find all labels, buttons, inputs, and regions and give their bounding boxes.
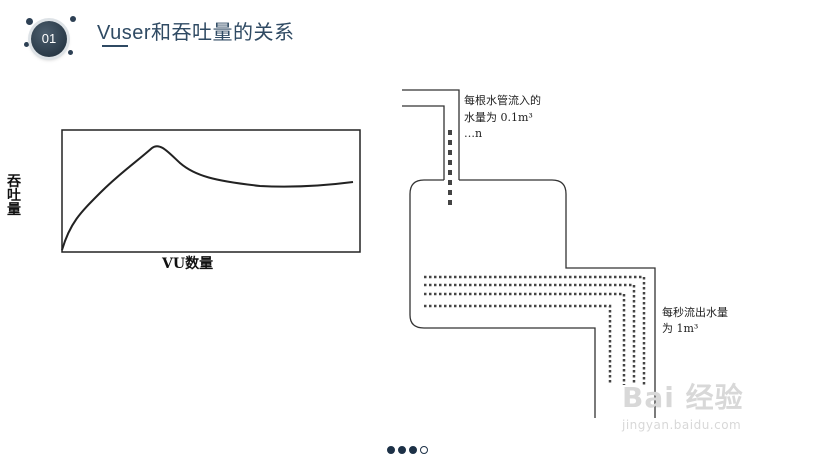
pager-dot[interactable] bbox=[420, 446, 428, 454]
throughput-curve bbox=[61, 145, 354, 251]
inflow-label-line3: …n bbox=[464, 127, 483, 140]
decor-dot bbox=[24, 42, 29, 47]
section-number-badge: 01 bbox=[24, 14, 82, 64]
section-number: 01 bbox=[31, 21, 67, 57]
inflow-label-line2: 水量为 0.1m³ bbox=[464, 111, 533, 124]
outflow-dotted-lines bbox=[424, 275, 646, 385]
decor-dot bbox=[68, 50, 73, 55]
inflow-drops bbox=[448, 130, 452, 205]
throughput-axis-label: 吞吐量 bbox=[7, 174, 21, 218]
pager-dot[interactable] bbox=[398, 446, 406, 454]
watermark-brand: Bai 经验 bbox=[622, 381, 744, 414]
slide-pager bbox=[387, 446, 428, 454]
slide-title: Vuser和吞吐量的关系 bbox=[97, 22, 295, 44]
vu-axis-label: VU数量 bbox=[162, 256, 214, 272]
decor-dot bbox=[70, 16, 76, 22]
baidu-jingyan-watermark: Bai 经验 jingyan.baidu.com bbox=[622, 376, 782, 446]
watermark-url: jingyan.baidu.com bbox=[622, 418, 742, 432]
pager-dot[interactable] bbox=[387, 446, 395, 454]
water-tank-diagram bbox=[372, 80, 692, 425]
inflow-label-line1: 每根水管流入的 bbox=[464, 94, 541, 107]
outflow-label-line2: 为 1m³ bbox=[662, 322, 699, 335]
chart-frame bbox=[61, 129, 361, 253]
tank-outline bbox=[402, 89, 656, 418]
decor-dot bbox=[26, 18, 33, 25]
pager-dot[interactable] bbox=[409, 446, 417, 454]
outflow-label-line1: 每秒流出水量 bbox=[662, 306, 728, 319]
throughput-curve-chart bbox=[40, 128, 370, 278]
title-underline bbox=[102, 45, 128, 47]
